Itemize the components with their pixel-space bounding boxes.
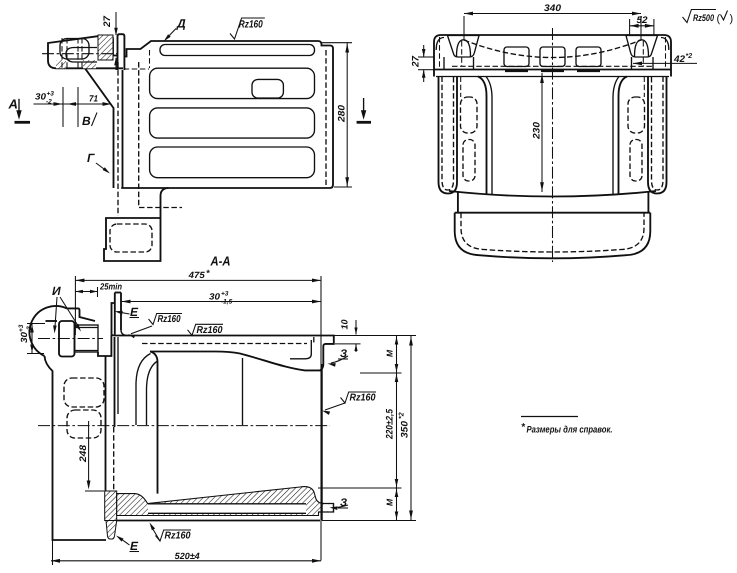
svg-text:Rz160: Rz160 (158, 314, 181, 325)
svg-text:220±2,5: 220±2,5 (385, 408, 396, 439)
svg-text:280: 280 (337, 104, 348, 123)
svg-text:З: З (340, 348, 347, 360)
svg-text:30: 30 (19, 332, 29, 343)
svg-text:52: 52 (637, 15, 649, 26)
svg-text:А: А (8, 97, 18, 112)
svg-text:Rz160: Rz160 (165, 531, 191, 542)
svg-text:+3: +3 (47, 91, 55, 98)
svg-text:З: З (340, 497, 347, 509)
svg-text:-1,5: -1,5 (221, 299, 233, 306)
svg-text:475: 475 (188, 270, 206, 280)
svg-text:*2: *2 (399, 412, 406, 419)
svg-text:27: 27 (411, 55, 422, 68)
svg-text:М: М (385, 498, 395, 506)
svg-text:71: 71 (89, 94, 98, 104)
svg-text:+3: +3 (18, 324, 25, 332)
svg-text:30: 30 (209, 292, 220, 302)
svg-text:(: ( (717, 13, 721, 25)
svg-text:30: 30 (35, 92, 46, 102)
svg-text:340: 340 (544, 3, 562, 14)
svg-text:10: 10 (340, 320, 350, 330)
svg-text:25min: 25min (99, 282, 122, 292)
svg-text:): ) (730, 13, 734, 25)
svg-text:Е: Е (130, 305, 139, 319)
svg-text:Д: Д (176, 17, 186, 31)
svg-text:Е: Е (130, 539, 139, 553)
svg-text:Г: Г (87, 151, 95, 165)
svg-text:Rz160: Rz160 (350, 393, 376, 404)
svg-text:230: 230 (532, 121, 543, 140)
svg-text:27: 27 (102, 15, 113, 28)
svg-text:М: М (385, 349, 395, 357)
svg-text:*: * (206, 268, 210, 278)
svg-text:А-А: А-А (210, 254, 231, 269)
svg-text:350: 350 (400, 420, 411, 438)
svg-text:-2: -2 (26, 326, 33, 332)
svg-text:*2: *2 (686, 53, 693, 60)
svg-text:42: 42 (673, 54, 686, 65)
svg-text:И: И (52, 284, 61, 298)
svg-text:248: 248 (78, 444, 89, 463)
svg-text:Rz160: Rz160 (239, 19, 263, 31)
svg-text:*: * (521, 422, 526, 433)
svg-text:Размеры для справок.: Размеры для справок. (527, 425, 613, 436)
svg-text:-2: -2 (46, 99, 52, 106)
svg-text:520±4: 520±4 (175, 551, 200, 561)
svg-text:В: В (82, 114, 91, 128)
svg-text:Rz500: Rz500 (693, 13, 715, 24)
svg-text:+3: +3 (221, 291, 229, 298)
svg-text:Rz160: Rz160 (197, 325, 223, 336)
